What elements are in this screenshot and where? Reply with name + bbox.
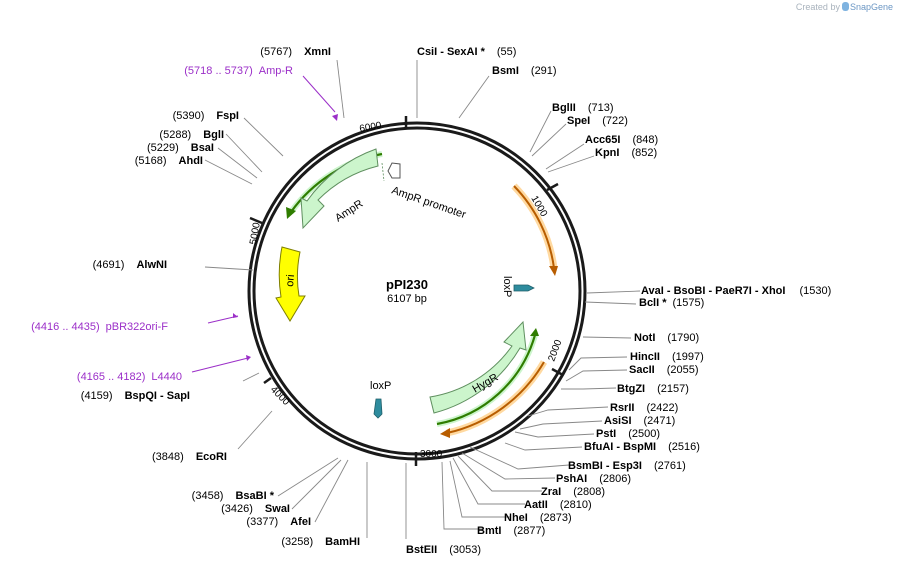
- site-bsabi: (3458)BsaBI *: [192, 490, 275, 502]
- feature-orange-top: [511, 183, 558, 276]
- site-bglii: BglII(713): [552, 102, 614, 114]
- ampr-arrow: [300, 148, 379, 230]
- site-avai: AvaI - BsoBI - PaeR7I - XhoI(1530): [641, 285, 831, 297]
- site-aatii: AatII(2810): [524, 499, 592, 511]
- site-noti: NotI(1790): [634, 332, 699, 344]
- ampr-label: AmpR: [333, 198, 365, 225]
- green-arrowhead-icon: [530, 328, 539, 336]
- credit-prefix: Created by: [795, 2, 840, 12]
- site-bamhi: (3258)BamHI: [281, 536, 360, 548]
- plasmid-name: pPI230: [386, 277, 428, 292]
- loxp-arrow-icon: [513, 284, 535, 292]
- site-zrai: ZraI(2808): [541, 486, 605, 498]
- tick-5000: [249, 216, 263, 225]
- site-swai: (3426)SwaI: [221, 503, 290, 515]
- site-labels: CsiI - SexAI *(55) BsmI(291) BglII(713) …: [81, 46, 831, 556]
- green-arrowhead-icon: [286, 207, 296, 219]
- site-bsmbi: BsmBI - Esp3I(2761): [568, 460, 686, 472]
- site-fspi: (5390)FspI: [173, 110, 239, 122]
- site-nhei: NheI(2873): [504, 512, 572, 524]
- primer-arrow-icon: [332, 114, 338, 121]
- site-btgzi: BtgZI(2157): [617, 383, 689, 395]
- site-bfuai: BfuAI - BspMI(2516): [584, 441, 700, 453]
- tick-4000: [263, 376, 272, 385]
- site-xmni: (5767)XmnI: [260, 46, 331, 58]
- feature-green-hygr: [436, 328, 539, 427]
- ori-arrow: [275, 246, 306, 322]
- plasmid-size: 6107 bp: [387, 293, 427, 305]
- site-bmti: BmtI(2877): [477, 525, 545, 537]
- credit-brand: SnapGene: [849, 2, 893, 12]
- site-pshai: PshAI(2806): [556, 473, 631, 485]
- site-acc65i: Acc65I(848): [585, 134, 658, 146]
- ampr-promoter-label: AmpR promoter: [390, 184, 468, 221]
- feature-loxp-left: loxP: [370, 380, 391, 419]
- primer-l4440: (4165 .. 4182)L4440: [77, 371, 182, 383]
- tick-label-6000: 6000: [359, 120, 383, 135]
- site-spei: SpeI(722): [567, 115, 628, 127]
- site-psti: PstI(2500): [596, 428, 660, 440]
- tick-label-3000: 3000: [420, 449, 443, 460]
- primer-pbr322ori-f: (4416 .. 4435)pBR322ori-F: [31, 321, 168, 333]
- site-hincii: HincII(1997): [630, 351, 704, 363]
- site-bsmi: BsmI(291): [492, 65, 557, 77]
- feature-ori: ori: [275, 246, 306, 322]
- tick-2000: [551, 367, 564, 377]
- orange-arrowhead-icon: [549, 266, 558, 276]
- primer-arrow-icon: [233, 313, 238, 318]
- site-ecori: (3848)EcoRI: [152, 451, 227, 463]
- primer-arrow-icon: [246, 355, 251, 361]
- site-asisi: AsiSI(2471): [604, 415, 675, 427]
- ampr-promoter-arrow: [387, 162, 401, 179]
- loxp-right-label: loxP: [501, 276, 513, 297]
- site-bsai: (5229)BsaI: [147, 142, 214, 154]
- site-afei: (3377)AfeI: [246, 516, 311, 528]
- feature-orange-bottom: [440, 360, 548, 438]
- site-bsteii: BstEII(3053): [406, 544, 481, 556]
- snapgene-credit: Created by SnapGene: [796, 2, 893, 12]
- site-ahdi: (5168)AhdI: [135, 155, 203, 167]
- site-sacii: SacII(2055): [629, 364, 698, 376]
- hygr-arrow: [429, 320, 527, 414]
- tick-label-2000: 2000: [546, 338, 564, 363]
- tick-label-4000: 4000: [268, 384, 292, 408]
- site-bgli: (5288)BglI: [159, 129, 224, 141]
- site-alwni: (4691)AlwNI: [93, 259, 167, 271]
- loxp-arrow-icon: [373, 398, 383, 419]
- site-bspqi: (4159)BspQI - SapI: [81, 390, 190, 402]
- primer-marks: [233, 114, 338, 361]
- primer-labels: (5718 .. 5737)Amp-R (4416 .. 4435)pBR322…: [31, 65, 293, 383]
- site-rsrii: RsrII(2422): [610, 402, 678, 414]
- snapgene-logo-icon: [841, 2, 849, 11]
- label-leader-lines: [204, 59, 641, 539]
- loxp-left-label: loxP: [370, 380, 391, 392]
- primer-amp-r: (5718 .. 5737)Amp-R: [184, 65, 293, 77]
- ori-label: ori: [284, 274, 297, 287]
- feature-loxp-right: loxP: [501, 276, 535, 297]
- site-kpni: KpnI(852): [595, 147, 657, 159]
- tick-1000: [546, 182, 559, 192]
- orange-arrowhead-icon: [440, 428, 450, 438]
- site-csii: CsiI - SexAI *(55): [417, 46, 516, 58]
- site-bcli: BclI *(1575): [639, 297, 704, 309]
- tick-label-5000: 5000: [248, 221, 263, 245]
- feature-ampr-promoter: AmpR promoter: [387, 162, 468, 221]
